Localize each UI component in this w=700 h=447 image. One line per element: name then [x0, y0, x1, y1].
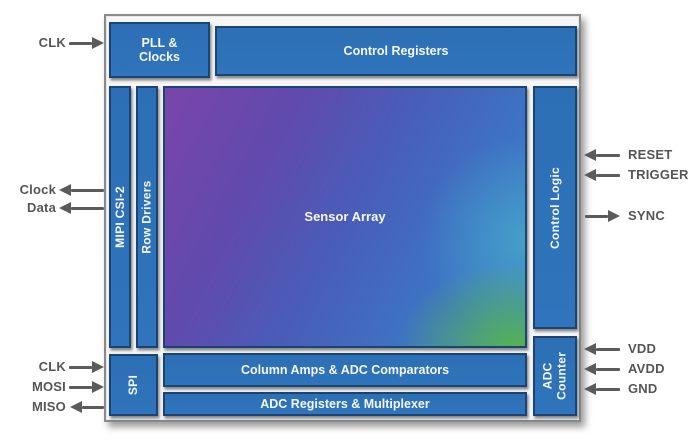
block-control-logic: Control Logic	[533, 86, 577, 329]
pin-wire-avdd	[596, 367, 620, 371]
block-control-registers-label: Control Registers	[343, 43, 449, 58]
pin-wire-sync	[585, 214, 608, 218]
block-row-drivers-label: Row Drivers	[140, 180, 155, 254]
pin-wire-reset	[596, 153, 620, 157]
pin-label-data: Data	[27, 200, 56, 215]
block-control-logic-label: Control Logic	[548, 166, 563, 249]
chip-outline: PLL & Clocks Control Registers MIPI CSI-…	[104, 14, 581, 422]
pin-wire-mosi	[69, 385, 92, 389]
pin-label-trigger: TRIGGER	[628, 167, 689, 182]
pin-wire-spi-clk	[69, 365, 92, 369]
pin-label-clock: Clock	[19, 182, 56, 197]
pin-label-miso: MISO	[31, 399, 66, 414]
pin-label-avdd: AVDD	[628, 361, 665, 376]
pin-wire-clk-top	[69, 41, 92, 45]
pin-label-clk-top: CLK	[38, 35, 66, 50]
arrow-left-icon	[59, 184, 71, 196]
block-control-registers: Control Registers	[215, 26, 577, 76]
block-sensor-array: Sensor Array	[163, 86, 527, 348]
block-spi-label: SPI	[126, 374, 141, 396]
pin-label-sync: SYNC	[628, 208, 665, 223]
pin-label-spi-clk: CLK	[38, 359, 66, 374]
arrow-right-icon	[92, 381, 104, 393]
arrow-left-icon	[70, 401, 82, 413]
block-pll-clocks: PLL & Clocks	[109, 22, 210, 78]
pin-label-reset: RESET	[628, 147, 673, 162]
arrow-left-icon	[59, 202, 71, 214]
arrow-left-icon	[584, 343, 596, 355]
pin-wire-gnd	[596, 387, 620, 391]
block-adc-registers: ADC Registers & Multiplexer	[163, 392, 527, 416]
arrow-left-icon	[584, 363, 596, 375]
block-spi: SPI	[109, 354, 158, 416]
block-mipi-csi2-label: MIPI CSI-2	[113, 186, 127, 248]
arrow-right-icon	[92, 361, 104, 373]
block-pll-clocks-label: PLL & Clocks	[139, 35, 180, 64]
block-mipi-csi2: MIPI CSI-2	[109, 86, 131, 348]
pin-wire-vdd	[596, 347, 620, 351]
pin-label-mosi: MOSI	[31, 379, 66, 394]
arrow-left-icon	[584, 169, 596, 181]
pin-wire-data	[71, 206, 104, 210]
arrow-left-icon	[584, 149, 596, 161]
pin-label-gnd: GND	[628, 381, 658, 396]
arrow-left-icon	[584, 383, 596, 395]
block-column-amps-label: Column Amps & ADC Comparators	[240, 362, 450, 377]
pin-wire-clock	[71, 188, 104, 192]
block-adc-counter: ADC Counter	[533, 336, 577, 416]
block-row-drivers: Row Drivers	[136, 86, 158, 348]
block-column-amps: Column Amps & ADC Comparators	[163, 353, 527, 387]
pin-wire-trigger	[596, 173, 620, 177]
arrow-right-icon	[92, 37, 104, 49]
block-adc-counter-label: ADC Counter	[540, 351, 568, 401]
pin-label-vdd: VDD	[628, 341, 657, 356]
pin-wire-miso	[82, 405, 104, 409]
arrow-right-icon	[608, 210, 620, 222]
block-adc-registers-label: ADC Registers & Multiplexer	[260, 396, 430, 411]
block-sensor-array-label: Sensor Array	[304, 208, 386, 224]
